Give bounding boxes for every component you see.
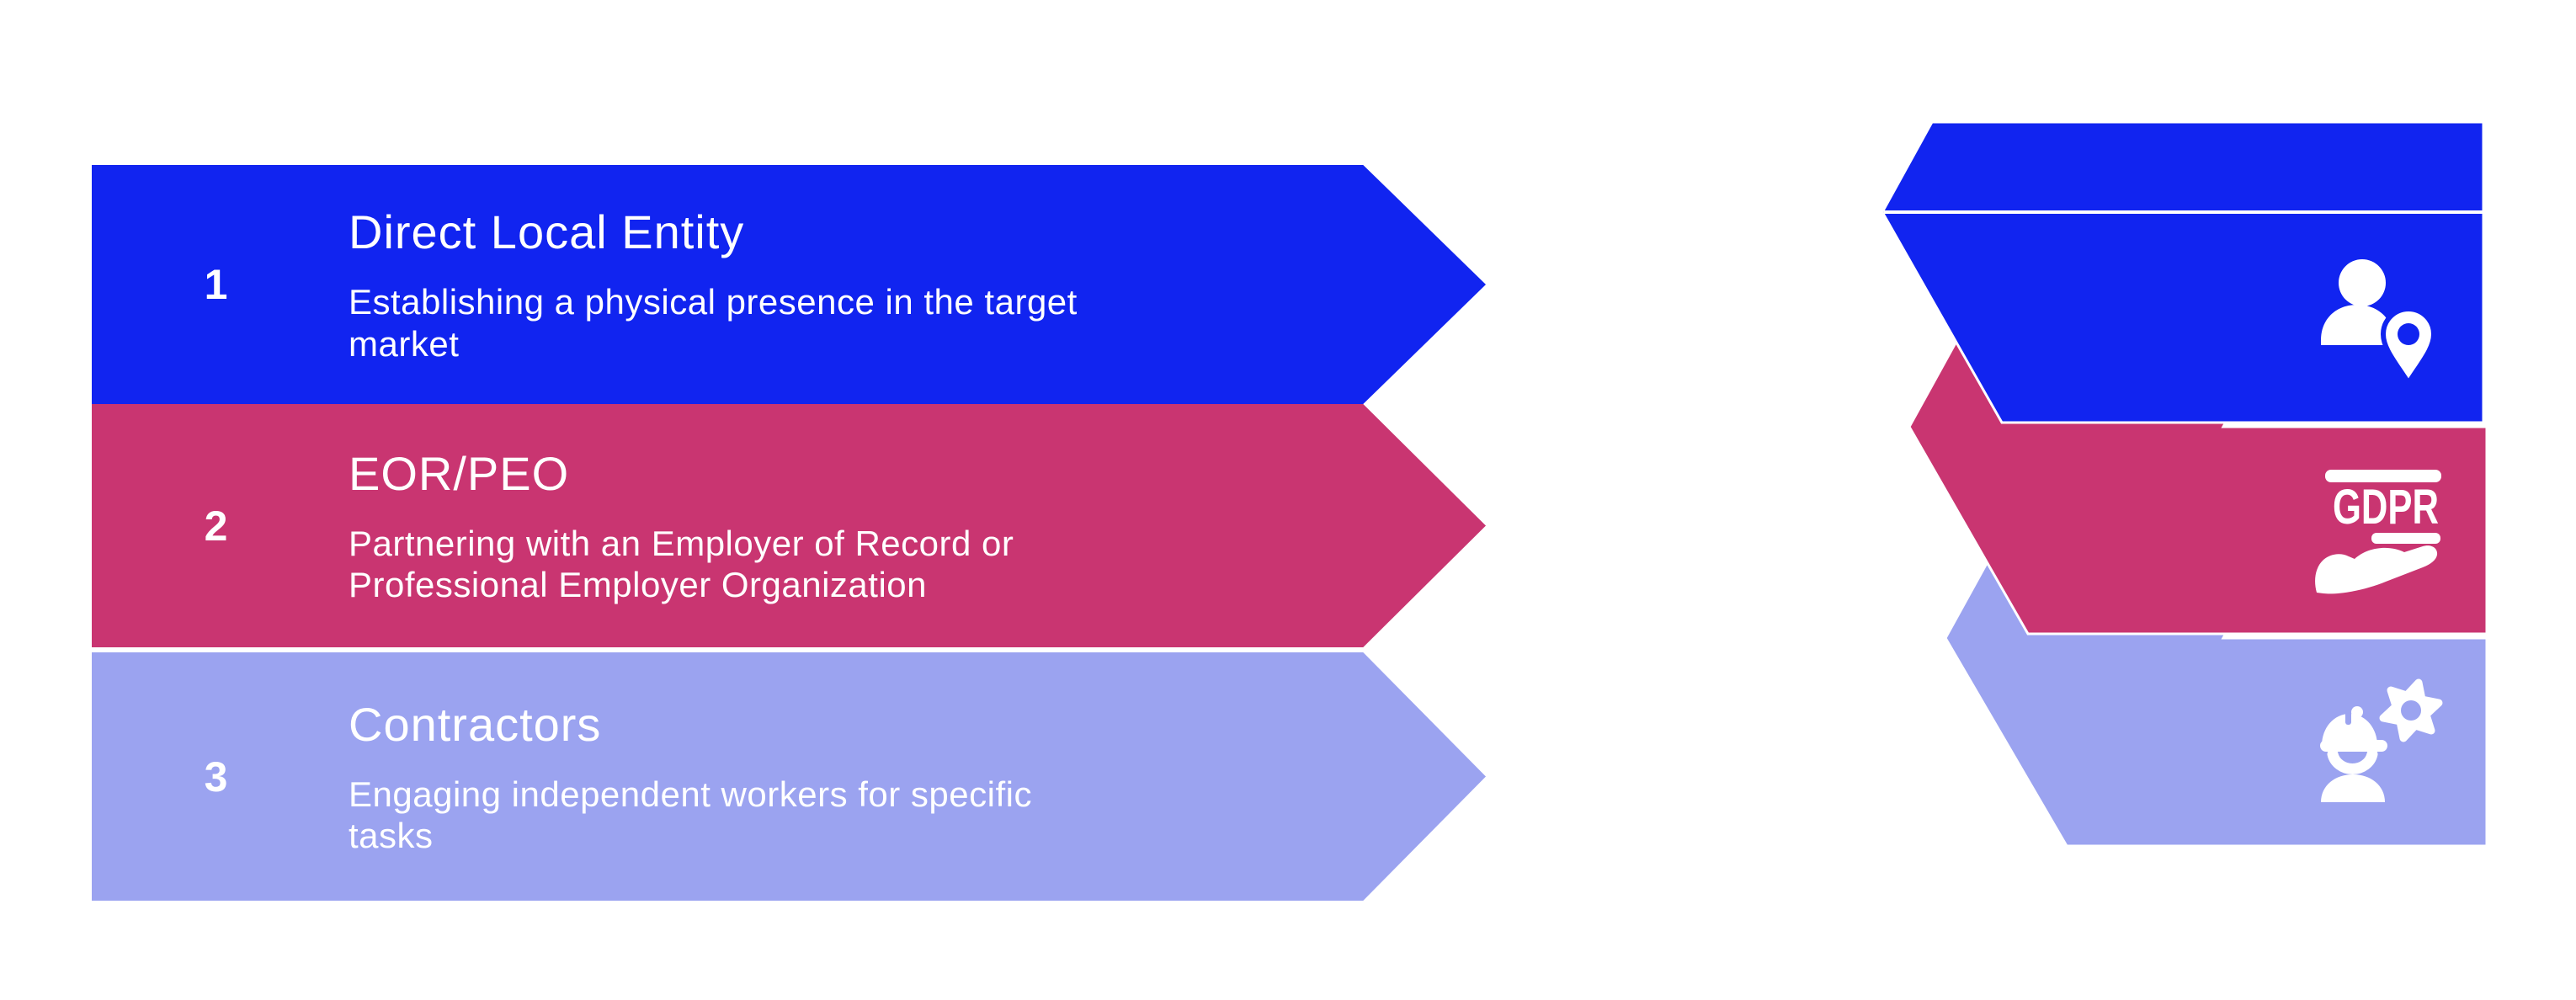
step-title: Direct Local Entity bbox=[349, 205, 745, 259]
step-arrow-1: 1 Direct Local Entity Establishing a phy… bbox=[92, 165, 1486, 404]
worker-gear-icon bbox=[2320, 678, 2443, 802]
step-title: EOR/PEO bbox=[349, 446, 570, 500]
person-location-icon bbox=[2321, 259, 2437, 388]
step-arrow-3: 3 Contractors Engaging independent worke… bbox=[92, 652, 1486, 901]
step-description: Establishing a physical presence in the … bbox=[349, 282, 1078, 364]
step-content: EOR/PEO Partnering with an Employer of R… bbox=[349, 446, 1392, 605]
step-number: 1 bbox=[204, 261, 229, 308]
gdpr-label: GDPR bbox=[2333, 480, 2439, 535]
ribbon-step-1 bbox=[1881, 120, 2485, 424]
step-number: 3 bbox=[204, 753, 229, 801]
step-title: Contractors bbox=[349, 697, 602, 751]
step-content: Direct Local Entity Establishing a physi… bbox=[349, 205, 1392, 364]
step-number: 2 bbox=[204, 502, 229, 550]
step-description: Partnering with an Employer of Record or… bbox=[349, 523, 1014, 604]
step-description: Engaging independent workers for specifi… bbox=[349, 774, 1032, 855]
gdpr-hand-icon: GDPR bbox=[2315, 470, 2441, 594]
step-arrow-2: 2 EOR/PEO Partnering with an Employer of… bbox=[92, 404, 1486, 647]
step-content: Contractors Engaging independent workers… bbox=[349, 697, 1392, 856]
